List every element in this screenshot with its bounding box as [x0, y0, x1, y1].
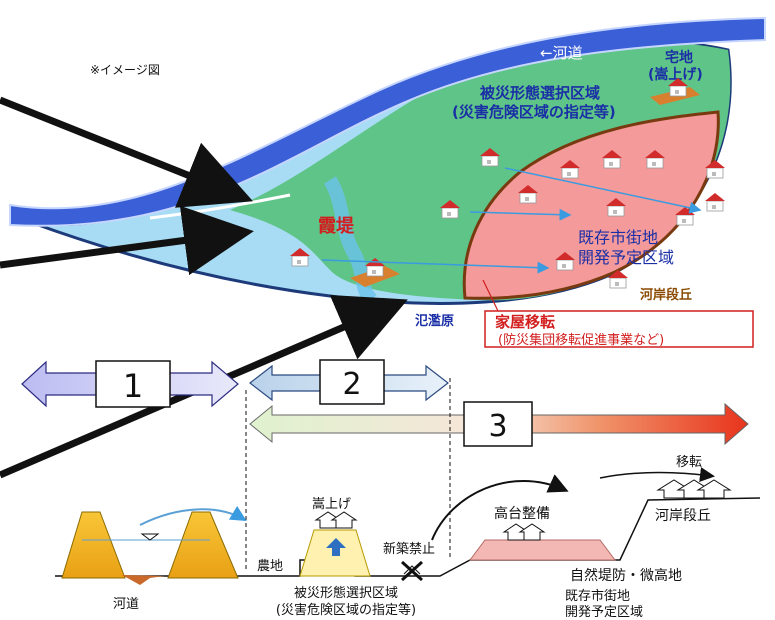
existing-town-label: 既存市街地	[578, 228, 658, 247]
relocation-detail: (防災集団移転促進事業など)	[498, 332, 664, 348]
cross-icon	[400, 560, 424, 582]
kasumi-levee-label: 霞堤	[318, 216, 355, 237]
natural-levee-label: 自然堤防・微高地	[570, 567, 682, 584]
zone-2-label: 2	[342, 367, 361, 402]
existing-town-sub-label: 開発予定区域	[578, 248, 674, 267]
farmland-label: 農地	[257, 559, 283, 574]
house-icon	[650, 77, 700, 105]
note-label: ※イメージ図	[90, 63, 160, 77]
selection-zone-section-sub-label: (災害危険区域の指定等)	[276, 602, 416, 618]
town-section-label: 既存市街地	[565, 588, 630, 604]
house-icon	[350, 257, 400, 287]
map-section: ※イメージ図 ←河道 宅地 (嵩上げ) 被災形態選択区域 (災害危険区域の指定等…	[0, 16, 766, 479]
right-levee	[167, 511, 239, 579]
no-new-build-label: 新築禁止	[383, 541, 435, 557]
house-icon	[314, 511, 358, 529]
left-levee	[61, 511, 126, 579]
raise-label: 嵩上げ	[312, 497, 351, 512]
relocation-box	[484, 310, 754, 348]
residential-sub-label: (嵩上げ)	[648, 66, 703, 83]
selection-zone-label: 被災形態選択区域	[480, 84, 600, 102]
house-icon	[656, 479, 732, 499]
selection-zone-sub-label: (災害危険区域の指定等)	[452, 103, 616, 121]
house-icon	[502, 523, 546, 541]
house-icon	[704, 192, 726, 212]
zone-3-label: 3	[488, 409, 507, 444]
zone-1-label: 1	[123, 367, 143, 405]
river-terrace-section-label: 河岸段丘	[655, 508, 711, 524]
zone-arrows: 1 2 3	[21, 359, 749, 570]
selection-zone-section-label: 被災形態選択区域	[294, 585, 398, 601]
river-label: ←河道	[540, 44, 583, 62]
residential-label: 宅地	[665, 49, 693, 66]
river-channel	[9, 16, 766, 227]
channel-label: 河道	[113, 597, 139, 612]
relocation-title: 家屋移転	[495, 313, 555, 331]
cross-section: 嵩上げ 移転 高台整備 河岸段丘 新築禁止 農地 自然堤防・微高地 河道 被災形…	[55, 455, 761, 620]
floodplain-label: 氾濫原	[415, 313, 454, 329]
relocate-label: 移転	[676, 455, 702, 470]
upland-platform	[469, 539, 616, 561]
ground-profile	[55, 497, 761, 577]
upland-label: 高台整備	[494, 505, 550, 522]
river-terrace-map-label: 河岸段丘	[640, 287, 692, 303]
town-section-sub-label: 開発予定区域	[565, 605, 643, 620]
